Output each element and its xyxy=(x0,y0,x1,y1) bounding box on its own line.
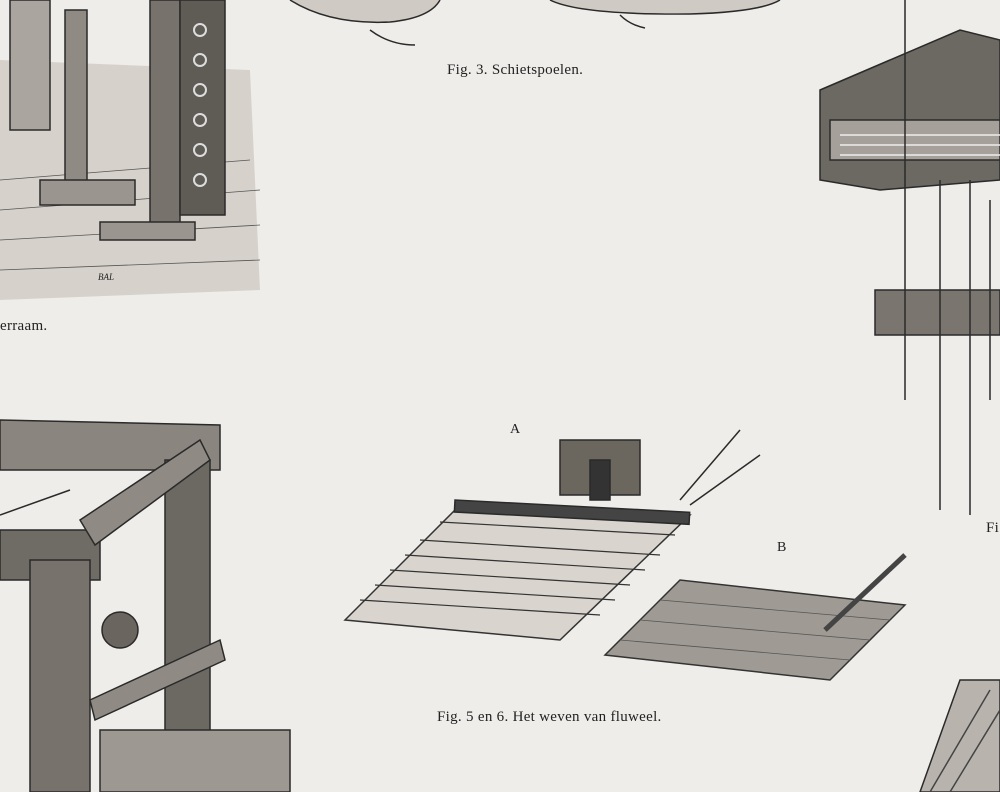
shuttle-illustration xyxy=(289,0,781,46)
loom-illustration-bottom-right xyxy=(919,679,1000,792)
velvet-weave-figure-b xyxy=(603,553,907,681)
figure-label-b: B xyxy=(777,540,787,555)
frame-illustration-top-left xyxy=(0,0,261,300)
jacquard-illustration-top-right xyxy=(819,0,1000,515)
caption-partial-right: Fi xyxy=(986,520,1000,536)
engraver-signature: BAL xyxy=(98,272,115,282)
caption-fig-3: Fig. 3. Schietspoelen. xyxy=(447,62,584,78)
caption-partial-left: erraam. xyxy=(0,318,48,334)
caption-fig-5-6: Fig. 5 en 6. Het weven van fluweel. xyxy=(437,709,662,725)
velvet-weave-figure-a xyxy=(343,429,761,641)
loom-illustration-bottom-left xyxy=(0,419,291,792)
figure-label-a: A xyxy=(510,422,521,437)
